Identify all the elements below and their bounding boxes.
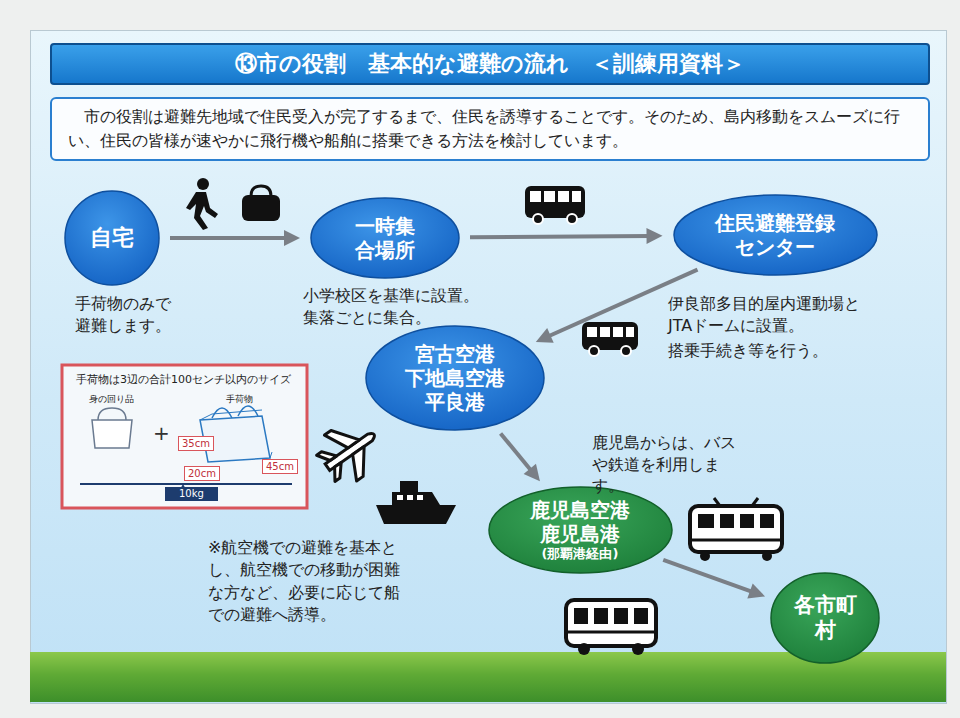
ellipse-content: 一時集合場所 bbox=[353, 214, 417, 262]
node-text: 各市町村 bbox=[792, 593, 858, 643]
node-text: 宮古空港 下地島空港 平良港 bbox=[399, 342, 511, 414]
bus-icon bbox=[582, 322, 638, 356]
note-label: 鹿児島からは、バスや鉄道を利用します。 bbox=[592, 432, 742, 497]
note-label: 手荷物は3辺の合計100センチ以内のサイズ bbox=[76, 373, 291, 388]
note-label: 手荷物 bbox=[226, 393, 253, 405]
ellipse-outline bbox=[674, 195, 877, 275]
flow-ellipse: 宮古空港 下地島空港 平良港 bbox=[365, 325, 545, 431]
ellipse-outline bbox=[311, 198, 459, 278]
luggage-inset bbox=[62, 365, 307, 508]
node-text: 鹿児島空港 鹿児島港 bbox=[510, 498, 650, 546]
note-label: 45cm bbox=[262, 459, 298, 474]
arrow-shaft bbox=[501, 433, 533, 472]
ellipse-content: 自宅 bbox=[77, 225, 147, 251]
arrow-head bbox=[524, 464, 540, 481]
flow-arrow bbox=[663, 560, 765, 599]
airplane-icon bbox=[310, 412, 390, 492]
title-bar: ⑬市の役割 基本的な避難の流れ ＜訓練用資料＞ bbox=[50, 43, 930, 85]
title-text: ⑬市の役割 基本的な避難の流れ ＜訓練用資料＞ bbox=[235, 49, 745, 79]
flow-ellipse: 鹿児島空港 鹿児島港(那覇港経由) bbox=[488, 486, 673, 574]
arrow-shaft bbox=[170, 236, 288, 240]
ellipse-content: 住民避難登録センター bbox=[713, 211, 837, 259]
node-text: 住民避難登録センター bbox=[713, 211, 837, 259]
flow-ellipse: 一時集合場所 bbox=[310, 197, 460, 279]
node-text: 自宅 bbox=[77, 225, 147, 251]
arrow-head bbox=[284, 230, 300, 246]
flow-arrow bbox=[470, 228, 663, 244]
flow-arrow bbox=[501, 433, 540, 481]
flow-ellipse: 住民避難登録センター bbox=[673, 194, 878, 276]
node-text: 一時集合場所 bbox=[353, 214, 417, 262]
flow-ellipse: 自宅 bbox=[64, 190, 160, 286]
node-text: (那覇港経由) bbox=[510, 546, 650, 562]
note-label: 搭乗手続き等を行う。 bbox=[668, 340, 828, 362]
note-label: 集落ごとに集合。 bbox=[303, 307, 431, 329]
note-label: 手荷物のみで避難します。 bbox=[75, 293, 175, 336]
ellipse-content: 宮古空港 下地島空港 平良港 bbox=[399, 342, 511, 414]
bus-icon bbox=[566, 600, 656, 655]
train-icon bbox=[690, 498, 782, 561]
note-label: 伊良部多目的屋内運動場とJTAドームに設置。 bbox=[668, 293, 864, 336]
note-label: + bbox=[153, 420, 170, 447]
note-label: 身の回り品 bbox=[89, 393, 134, 405]
note-label: 小学校区を基準に設置。 bbox=[303, 285, 479, 307]
note-label: 10kg bbox=[165, 487, 218, 501]
bag-icon bbox=[242, 186, 280, 221]
ellipse-content: 鹿児島空港 鹿児島港(那覇港経由) bbox=[510, 498, 650, 562]
note-label: 20cm bbox=[184, 466, 220, 481]
intro-box: 市の役割は避難先地域で住民受入が完了するまで、住民を誘導することです。そのため、… bbox=[50, 97, 930, 161]
flow-arrow bbox=[170, 230, 300, 246]
ellipse-outline bbox=[366, 326, 544, 430]
ellipse-outline bbox=[65, 191, 159, 285]
ellipse-outline bbox=[771, 573, 879, 663]
ship-icon bbox=[376, 481, 456, 524]
arrow-shaft bbox=[663, 560, 754, 593]
intro-text: 市の役割は避難先地域で住民受入が完了するまで、住民を誘導することです。そのため、… bbox=[68, 105, 912, 153]
arrow-shaft bbox=[470, 236, 651, 237]
ellipse-outline bbox=[489, 487, 672, 573]
flow-ellipse: 各市町村 bbox=[770, 572, 880, 664]
arrow-head bbox=[536, 328, 554, 343]
note-label: 35cm bbox=[178, 436, 214, 451]
walker-icon bbox=[186, 178, 218, 230]
arrow-head bbox=[747, 584, 765, 599]
arrow-head bbox=[646, 228, 662, 244]
ellipse-content: 各市町村 bbox=[792, 593, 858, 643]
bus-icon bbox=[525, 186, 585, 224]
note-label: ※航空機での避難を基本とし、航空機での移動が困難な方など、必要に応じて船での避難… bbox=[208, 537, 408, 627]
